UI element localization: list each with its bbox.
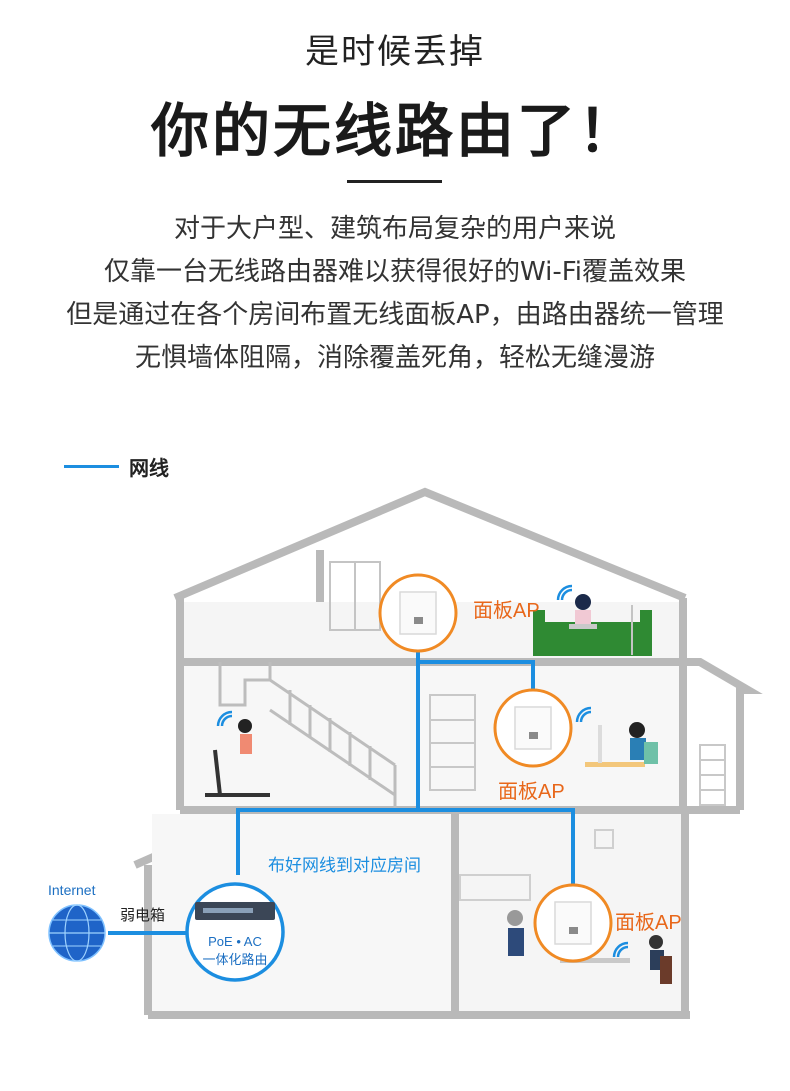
dining-chair: [660, 956, 672, 984]
diner: [649, 935, 663, 949]
internet-label: Internet: [48, 882, 96, 898]
ap-label: 面板AP: [473, 599, 540, 622]
kitchen-cabinets: [459, 829, 614, 901]
cook: [507, 910, 523, 926]
legend: 网线: [64, 452, 169, 481]
subtitle: 是时候丢掉: [305, 32, 485, 72]
description-line: 仅靠一台无线路由器难以获得很好的Wi-Fi覆盖效果: [103, 257, 687, 287]
ap-label: 面板AP: [498, 780, 565, 803]
person-on-sofa: [575, 594, 591, 610]
ap-panel-top: [378, 573, 458, 653]
ap-panel-middle: [493, 688, 573, 768]
router-label: 一体化路由: [202, 952, 267, 967]
description-line: 但是通过在各个房间布置无线面板AP，由路由器统一管理: [66, 300, 724, 330]
person-at-desk: [630, 738, 646, 760]
bookshelf: [429, 694, 476, 791]
chair: [644, 742, 658, 764]
router-device: [185, 882, 285, 982]
cook: [508, 928, 524, 956]
runner: [238, 719, 252, 733]
dining-table: [560, 958, 630, 963]
runner: [240, 734, 252, 754]
person-at-desk: [629, 722, 645, 738]
box-label: 弱电箱: [120, 907, 165, 924]
ap-label: 面板AP: [615, 911, 682, 934]
desk: [585, 762, 645, 767]
staircase: [218, 662, 397, 810]
green-sofa: [533, 610, 545, 656]
treadmill: [205, 749, 270, 797]
description: 对于大户型、建筑布局复杂的用户来说 仅靠一台无线路由器难以获得很好的Wi-Fi覆…: [0, 208, 790, 380]
wifi-icon: [216, 584, 629, 958]
wardrobe: [329, 561, 381, 631]
laptop: [569, 624, 597, 629]
description-line: 对于大户型、建筑布局复杂的用户来说: [173, 214, 616, 244]
annex-plants: [699, 744, 726, 806]
globe-icon: [48, 904, 106, 962]
ap-panel-kitchen: [533, 883, 613, 963]
page-title: 你的无线路由了！: [150, 97, 639, 165]
legend-cable-swatch: [64, 465, 119, 468]
house-network-illustration: 面板AP 面板AP 面板AP 布好网线到对应房间 Internet 弱电箱 Po…: [48, 487, 763, 1019]
divider: [347, 180, 442, 183]
person-on-sofa: [575, 610, 591, 628]
cable-label: 布好网线到对应房间: [268, 856, 421, 875]
description-line: 无惧墙体阻隔，消除覆盖死角，轻松无缝漫游: [134, 343, 655, 373]
legend-label: 网线: [129, 456, 169, 480]
router-label: PoE • AC: [208, 934, 262, 949]
green-sofa: [640, 610, 652, 656]
monitor: [598, 725, 602, 763]
